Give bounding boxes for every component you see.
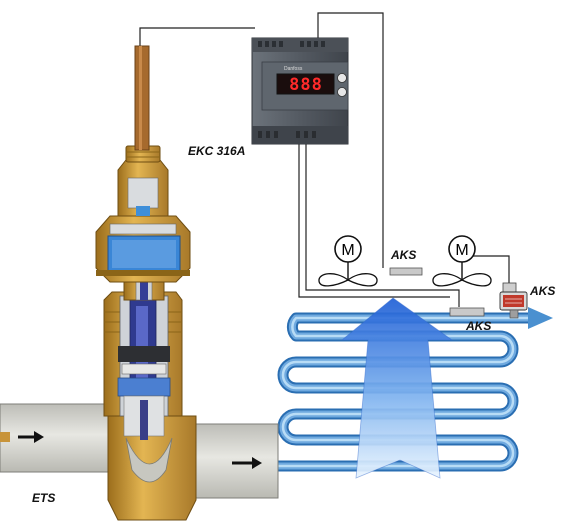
controller-label: EKC 316A xyxy=(188,144,246,158)
inlet-flow-arrow-icon xyxy=(18,431,44,443)
wire-controller-loop-left xyxy=(305,140,460,307)
outlet-flow-arrow-icon xyxy=(232,457,262,469)
outlet-arrow-icon xyxy=(528,307,553,329)
fan-right: M xyxy=(432,235,492,287)
wiring xyxy=(139,12,510,307)
svg-text:Danfoss: Danfoss xyxy=(284,66,303,72)
wire-controller-to-valve xyxy=(139,27,255,46)
airflow-arrow xyxy=(340,297,454,479)
controller-display xyxy=(276,73,335,95)
sensor-air-right xyxy=(449,307,485,317)
svg-text:M: M xyxy=(341,242,354,259)
wire-outlet-sensor xyxy=(469,255,510,283)
controller-down-button xyxy=(337,87,347,97)
wire-controller-to-sensor-top xyxy=(317,12,384,268)
sensor-right-label: AKS xyxy=(466,319,492,333)
valve-label: ETS xyxy=(32,491,56,505)
fan-left: M xyxy=(318,235,378,287)
pressure-transmitter xyxy=(499,282,528,319)
sensor-air-top xyxy=(389,267,423,276)
evaporator-coil xyxy=(269,312,536,472)
controller-ekc: 888 Danfoss xyxy=(251,37,349,145)
svg-text:888: 888 xyxy=(289,75,323,95)
sensor-top-label: AKS xyxy=(391,248,417,262)
expansion-valve xyxy=(0,45,279,521)
svg-text:M: M xyxy=(455,242,468,259)
sensor-outlet-label: AKS xyxy=(530,284,556,298)
fan-blade-icon xyxy=(318,273,350,287)
controller-up-button xyxy=(337,73,347,83)
flow-direction-arrows xyxy=(18,431,262,469)
wire-controller-loop-right xyxy=(298,140,450,298)
fan-blade-icon xyxy=(432,273,464,287)
